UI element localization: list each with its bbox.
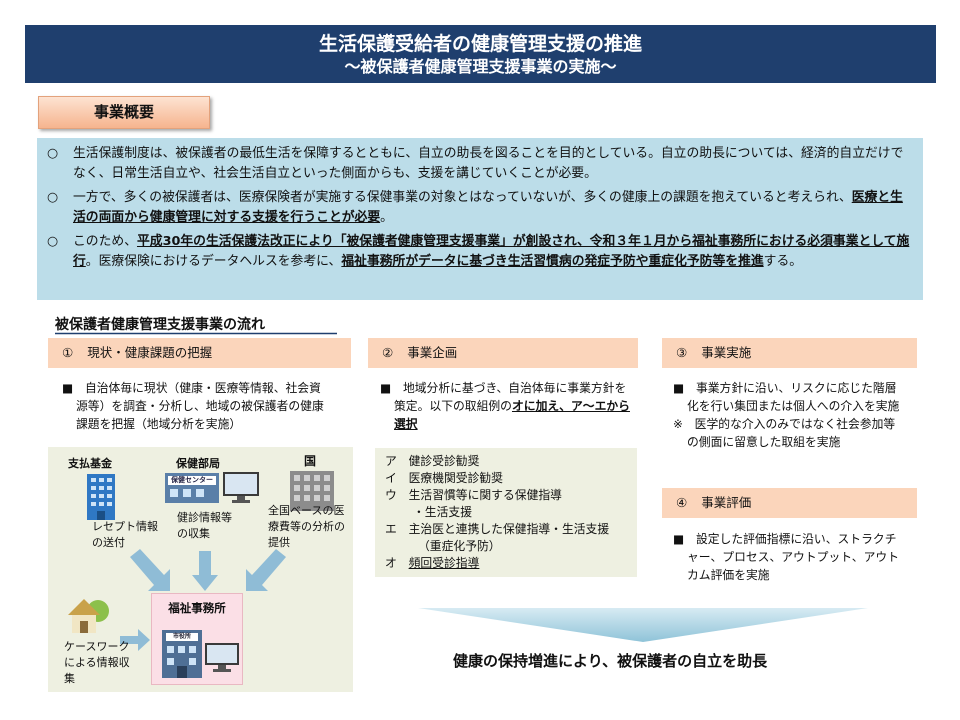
step4-description: ■ 設定した評価指標に沿い、ストラクチャー、プロセス、アウトプット、アウトカム評… (673, 532, 899, 582)
result-arrow (418, 608, 868, 642)
receipt-caption: レセプト情報の送付 (92, 520, 158, 549)
checkup-caption: 健診情報等の収集 (177, 511, 232, 540)
overview-paragraph-3: ○ このため、平成30年の生活保護法改正により「被保護者健康管理支援事業」が創設… (47, 234, 910, 269)
list-item: エ 主治医と連携した保健指導・生活支援 (385, 522, 610, 536)
casework-caption: ケースワークによる情報収集 (64, 640, 130, 685)
list-item: オ 頻回受診指導 (385, 556, 480, 570)
measures-list: ア 健診受診勧奨 イ 医療機関受診勧奨 ウ 生活習慣等に関する保健指導 ・生活支… (375, 448, 637, 577)
arrow-icon (120, 629, 150, 651)
step2-description: ■ 地域分析に基づき、自治体毎に事業方針を策定。以下の取組例のオに加え、ア～エか… (380, 381, 630, 431)
emphasis-text: 平成30年の生活保護法改正により「被保護者健康管理支援事業」が創設され、令和３年… (73, 234, 910, 269)
arrow-icon (246, 549, 286, 591)
list-item: ア 健診受診勧奨 (385, 454, 480, 468)
page-title: 生活保護受給者の健康管理支援の推進 (318, 33, 642, 55)
flow-title-underline (55, 332, 337, 335)
conclusion-text: 健康の保持増進により、被保護者の自立を助長 (453, 652, 768, 670)
arrow-icon (192, 551, 218, 591)
health-center-icon: 保健センター (165, 473, 219, 503)
overview-paragraph-2: ○ 一方で、多くの被保護者は、医療保険者が実施する保健事業の対象とはなっていない… (47, 190, 903, 225)
emphasis-text: 医療と生活の両面から健康管理に対する支援を行うことが必要 (73, 190, 903, 225)
building-icon (87, 474, 115, 520)
welfare-office-box: 福祉事務所 市役所 (151, 593, 243, 685)
monitor-icon (205, 643, 239, 672)
payer-label: 支払基金 (68, 457, 112, 470)
monitor-icon (223, 472, 259, 503)
flow-title: 被保護者健康管理支援事業の流れ (55, 317, 265, 333)
list-item: ウ 生活習慣等に関する保健指導 (385, 488, 562, 502)
overview-tab: 事業概要 (38, 96, 210, 129)
office-building-icon: 市役所 (162, 630, 202, 678)
country-label: 国 (304, 454, 317, 468)
arrow-icon (130, 549, 170, 591)
step1-description: ■ 自治体毎に現状（健康・医療等情報、社会資源等）を調査・分析し、地域の被保護者… (62, 381, 324, 431)
bullet-circle: ○ (47, 234, 59, 249)
overview-paragraph-1: ○ 生活保護制度は、被保護者の最低生活を保障するとともに、自立の助長を図ることを… (47, 146, 904, 181)
page-subtitle: ～被保護者健康管理支援事業の実施～ (344, 57, 617, 76)
list-item: （重症化予防） (418, 539, 501, 553)
welfare-office-label: 福祉事務所 (168, 601, 226, 615)
list-item: ・生活支援 (413, 505, 472, 519)
government-building-icon (290, 471, 334, 511)
overview-box: ○ 生活保護制度は、被保護者の最低生活を保障するとともに、自立の助長を図ることを… (37, 138, 923, 300)
emphasis-text: オに加え、ア～エから選択 (394, 399, 630, 431)
step3-description: ■ 事業方針に沿い、リスクに応じた階層化を行い集団または個人への介入を実施 ※ … (673, 381, 900, 449)
list-item: イ 医療機関受診勧奨 (385, 471, 503, 485)
bullet-circle: ○ (47, 190, 59, 205)
bullet-circle: ○ (47, 146, 59, 161)
house-icon (68, 599, 109, 633)
title-banner: 生活保護受給者の健康管理支援の推進 ～被保護者健康管理支援事業の実施～ (25, 25, 936, 83)
emphasis-text: 福祉事務所がデータに基づき生活習慣病の発症予防や重症化予防等を推進 (341, 253, 764, 269)
national-caption: 全国ベースの医療費等の分析の提供 (268, 504, 345, 549)
health-dept-label: 保健部局 (176, 457, 220, 470)
data-flow-diagram: 支払基金 保健部局 国 保健センター レセプト情報の送付 健診情報等の収集 全国… (48, 447, 353, 692)
